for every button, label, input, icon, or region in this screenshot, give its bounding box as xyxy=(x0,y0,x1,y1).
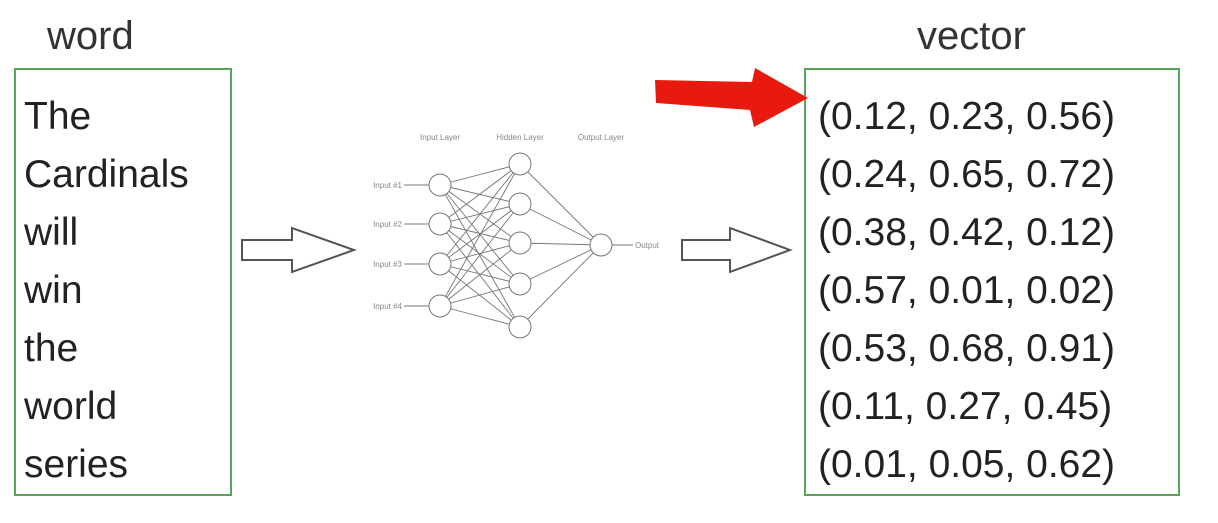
vector-list: (0.12, 0.23, 0.56) (0.24, 0.65, 0.72) (0.3… xyxy=(818,88,1115,494)
word-item: will xyxy=(24,211,79,254)
input-hidden-edge xyxy=(439,184,521,328)
vector-heading: vector xyxy=(917,14,1026,58)
vector-item: (0.57, 0.01, 0.02) xyxy=(818,269,1116,312)
hidden-node xyxy=(508,231,532,255)
input-hidden-edge xyxy=(439,263,521,328)
input-hidden-edge xyxy=(439,305,521,328)
input-node xyxy=(428,173,452,197)
hidden-node xyxy=(508,152,532,176)
hidden-node xyxy=(508,192,532,216)
flow-arrow-icon xyxy=(681,226,793,274)
vector-item: (0.38, 0.42, 0.12) xyxy=(818,211,1116,254)
network-label: Output xyxy=(635,241,660,250)
input-hidden-edge xyxy=(439,203,521,265)
input-node xyxy=(428,252,452,276)
input-hidden-edge xyxy=(439,203,521,307)
input-hidden-edge xyxy=(439,163,521,307)
word-item: series xyxy=(24,443,129,486)
vector-item: (0.53, 0.68, 0.91) xyxy=(818,327,1116,370)
hidden-output-edge xyxy=(519,203,602,246)
hidden-output-edge xyxy=(519,242,602,246)
input-hidden-edge xyxy=(439,223,521,285)
input-hidden-edge xyxy=(439,242,521,265)
network-label: Hidden Layer xyxy=(496,133,544,142)
word-item: win xyxy=(24,269,83,312)
hidden-output-edge xyxy=(519,244,602,285)
vector-item: (0.11, 0.27, 0.45) xyxy=(818,385,1113,428)
network-label: Input #4 xyxy=(373,302,402,311)
hidden-output-edge xyxy=(519,163,602,246)
network-label: Input Layer xyxy=(420,133,460,142)
hidden-node xyxy=(508,272,532,296)
vector-item: (0.24, 0.65, 0.72) xyxy=(818,153,1116,196)
output-node xyxy=(589,233,613,257)
flow-arrow-icon xyxy=(241,226,357,274)
network-label: Input #3 xyxy=(373,260,402,269)
vector-item: (0.12, 0.23, 0.56) xyxy=(818,95,1116,138)
network-label: Input #1 xyxy=(373,181,402,190)
network-nodes xyxy=(428,152,613,339)
network-label: Output Layer xyxy=(578,133,625,142)
word-item: The xyxy=(24,95,92,138)
input-hidden-edge xyxy=(439,163,521,265)
input-hidden-edge xyxy=(439,163,521,225)
input-node xyxy=(428,212,452,236)
input-hidden-edge xyxy=(439,163,521,186)
hidden-output-edge xyxy=(519,244,602,328)
input-node xyxy=(428,294,452,318)
input-hidden-edge xyxy=(439,223,521,328)
network-labels: Input Layer Hidden Layer Output LayerInput… xyxy=(373,133,660,311)
input-hidden-edge xyxy=(439,283,521,307)
vector-item: (0.01, 0.05, 0.62) xyxy=(818,443,1116,486)
hidden-node xyxy=(508,315,532,339)
red-pointer-arrow-icon xyxy=(655,68,808,127)
word-item: Cardinals xyxy=(24,153,189,196)
network-edges xyxy=(404,163,633,328)
word-item: the xyxy=(24,327,79,370)
word-heading: word xyxy=(47,14,134,58)
input-hidden-edge xyxy=(439,242,521,307)
vector-box: (0.12, 0.23, 0.56) (0.24, 0.65, 0.72) (0.3… xyxy=(804,68,1180,496)
word-item: world xyxy=(24,385,118,428)
network-label: Input #2 xyxy=(373,220,402,229)
